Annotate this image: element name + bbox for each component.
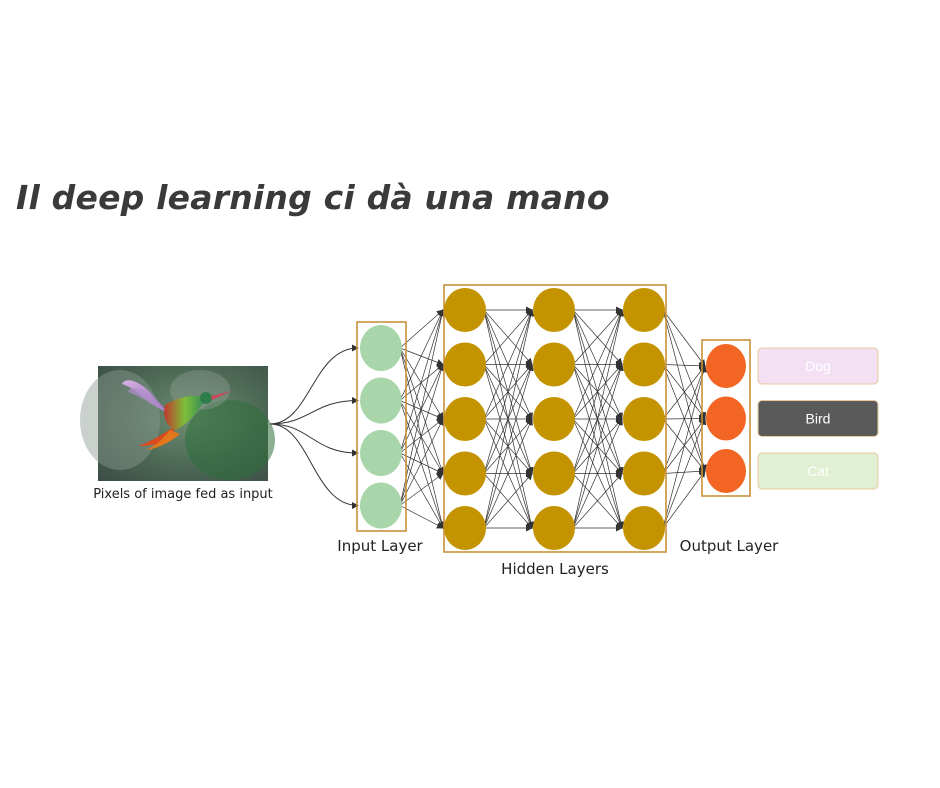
input-layer-label: Input Layer [337,537,423,555]
hidden-node-l3 [623,288,665,332]
connection-edge [399,400,444,475]
connection-edge [483,363,534,529]
connection-edge [399,418,444,506]
hummingbird-photo [80,366,275,481]
output-class-box [757,400,879,437]
connection-edge [572,309,624,474]
fan-connection [269,423,359,509]
connection-edge [662,309,707,420]
hidden-node-l3 [623,342,665,387]
hidden-node-l1 [444,288,486,332]
connection-edge [572,309,623,420]
hidden-node-l1 [444,451,486,496]
connection-edge [662,467,706,475]
output-node [706,396,746,441]
input-node [360,325,402,371]
connection-edge [662,418,706,472]
output-node [706,449,746,493]
connection-edge [483,309,533,420]
hidden-node-l2 [533,506,575,550]
hidden-node-l3 [623,506,665,550]
connection-edge [662,365,707,529]
hidden-node-l1 [444,506,486,550]
connection-edge [399,309,446,506]
connection-edge [572,309,625,529]
output-class-label: Cat [807,463,829,479]
connection-edge [483,309,533,365]
fan-connection [269,344,359,425]
connection-edge [399,347,446,529]
connection-edge [399,347,444,366]
hidden-node-l3 [623,451,665,496]
connection-edge [399,309,445,454]
connection-edge [662,417,707,529]
connection-edge [572,309,623,365]
input-node [360,430,402,476]
layer-connections [399,306,707,532]
connection-edge [662,415,706,423]
hidden-node-l2 [533,451,575,496]
connection-edge [572,472,623,529]
connection-edge [662,470,706,529]
connection-edge [399,347,445,475]
connection-edge [399,309,444,401]
connection-edge [399,452,444,529]
connection-edge [483,418,533,529]
output-class-box [757,452,879,490]
input-node [360,482,402,529]
input-caption: Pixels of image fed as input [93,487,273,502]
output-class-box [757,347,879,385]
hidden-node-l2 [533,342,575,387]
output-class-label: Dog [805,358,831,374]
connection-edge [662,365,707,474]
connection-edge [662,309,707,472]
connection-edge [662,309,706,367]
connection-edge [399,452,444,475]
connection-edge [662,364,706,420]
connection-edge [399,347,444,420]
output-layer-box [701,339,751,497]
hidden-node-l2 [533,288,575,332]
connection-edge [483,309,534,474]
image-to-input-connections [269,344,359,509]
connection-edge [399,505,444,529]
connection-edge [399,400,444,420]
connection-edge [662,364,707,472]
connection-edge [483,309,535,529]
connection-edge [483,472,533,529]
connection-edge [399,309,444,349]
connection-edge [399,363,445,506]
connection-edge [399,400,445,529]
connection-edge [662,362,706,370]
connection-edge [662,365,706,420]
input-node [360,377,402,424]
fan-connection [269,423,359,457]
hidden-layers-box [443,284,667,553]
output-layer-label: Output Layer [680,537,780,555]
input-layer-box [356,321,407,532]
connection-edge [572,418,623,529]
hidden-node-l3 [623,397,665,441]
hidden-node-l1 [444,397,486,441]
output-node [706,344,746,388]
hidden-node-l2 [533,397,575,441]
network-nodes [360,288,746,550]
hidden-node-l1 [444,342,486,387]
hidden-layers-label: Hidden Layers [501,560,609,578]
slide-title: Il deep learning ci dà una mano [16,178,610,217]
connection-edge [399,472,444,506]
connection-edge [572,363,624,529]
fan-connection [269,397,359,425]
output-class-label: Bird [806,411,831,427]
